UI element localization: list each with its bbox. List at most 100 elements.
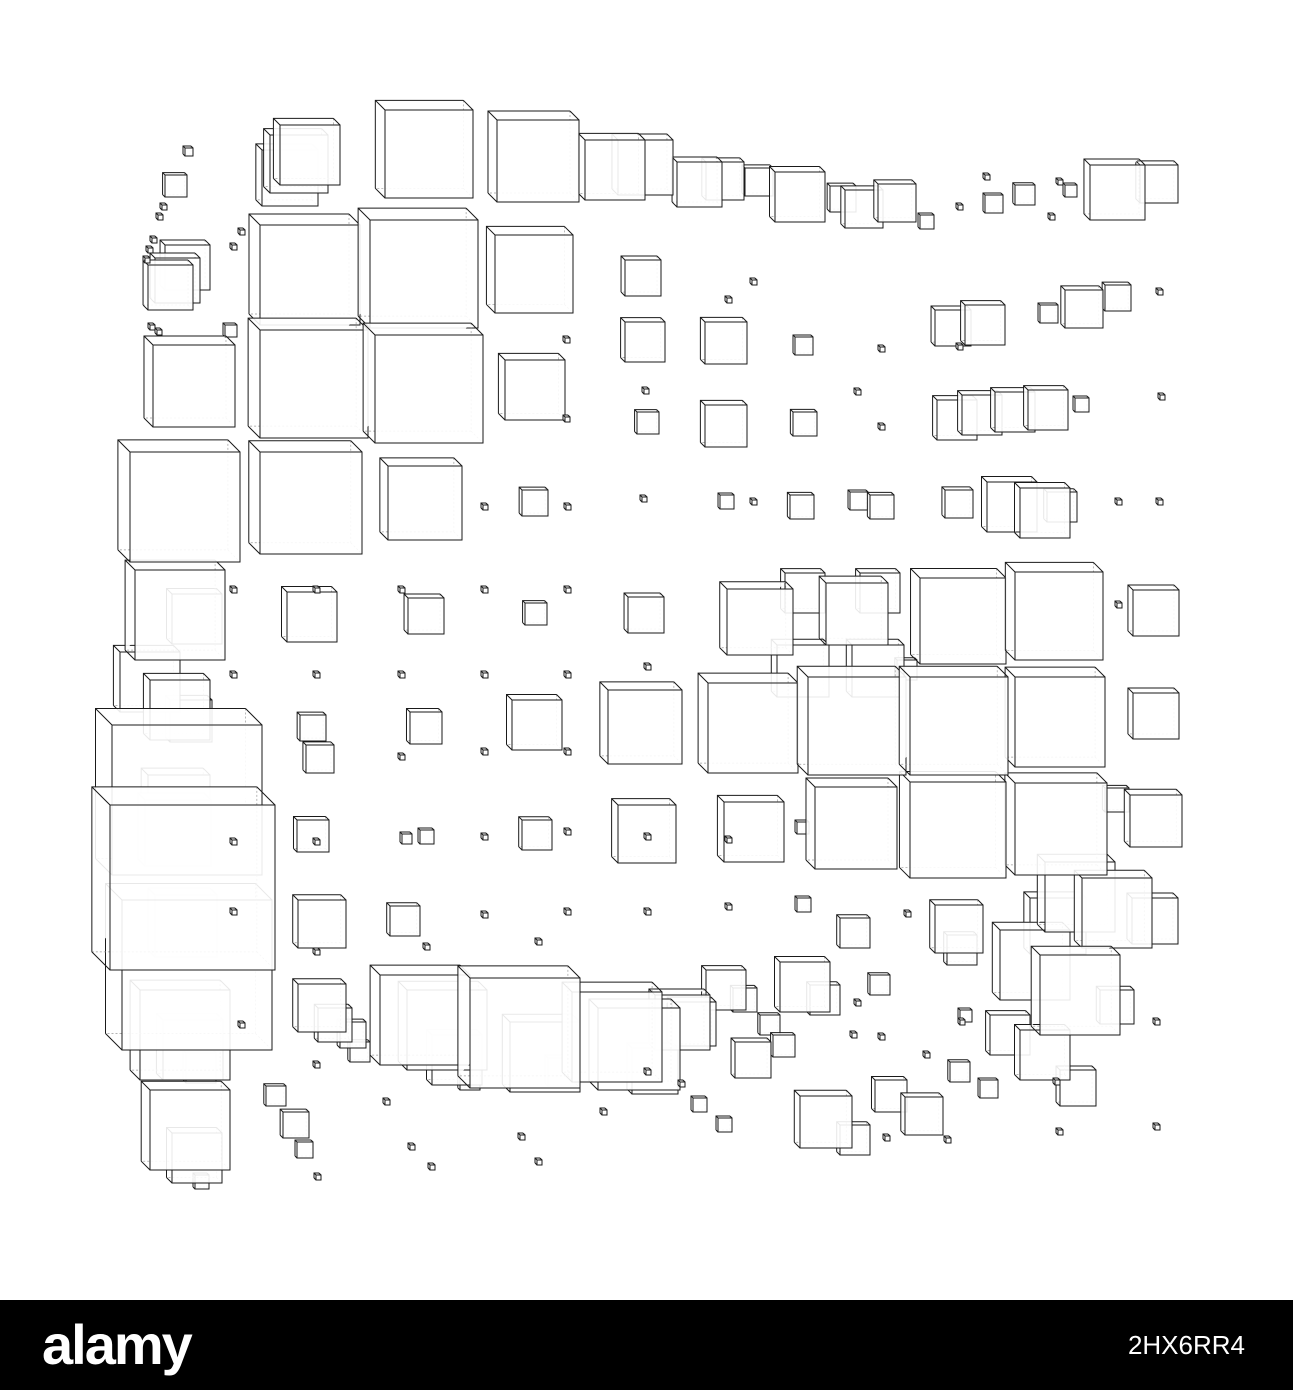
wireframe-cube (853, 998, 862, 1007)
wireframe-cube (1030, 945, 1121, 1036)
wireframe-cube (1052, 1077, 1061, 1086)
wireframe-cube (717, 492, 735, 510)
wireframe-cube (922, 1050, 931, 1059)
wireframe-cube (690, 1095, 708, 1113)
wireframe-cube (599, 681, 683, 765)
wireframe-cube (1047, 212, 1056, 221)
wireframe-cube (749, 277, 758, 286)
wireframe-cube (272, 117, 341, 186)
wireframe-cube (386, 902, 421, 937)
wireframe-cube (281, 586, 338, 643)
wireframe-cube (929, 899, 984, 954)
wireframe-cube (480, 502, 489, 511)
wireframe-cube (517, 1132, 526, 1141)
wireframe-cube (741, 164, 774, 197)
wireframe-cube (487, 110, 580, 203)
wireframe-cube (1083, 158, 1146, 221)
wireframe-cube (407, 1142, 416, 1151)
wireframe-cube (1155, 287, 1164, 296)
wireframe-cube (847, 489, 869, 511)
wireframe-cubes-illustration (91, 99, 1183, 1190)
wireframe-cube (563, 585, 572, 594)
wireframe-cube (982, 192, 1004, 214)
wireframe-cube (562, 414, 571, 423)
wireframe-cube (397, 585, 406, 594)
wireframe-cube (292, 978, 347, 1033)
wireframe-cube (943, 1135, 952, 1144)
cube-grid-drawing (91, 99, 1183, 1190)
wireframe-cube (563, 670, 572, 679)
wireframe-cube (955, 202, 964, 211)
wireframe-cube (422, 942, 431, 951)
wireframe-cube (417, 827, 435, 845)
wireframe-cube (534, 1157, 543, 1166)
wireframe-cube (982, 172, 991, 181)
wireframe-cube (634, 409, 660, 435)
wireframe-cube (900, 1092, 944, 1136)
wireframe-cube (143, 335, 236, 428)
wireframe-cube (643, 907, 652, 916)
wireframe-cube (724, 902, 733, 911)
wireframe-cube (1023, 385, 1069, 431)
wireframe-cube (699, 316, 748, 365)
wireframe-cube (1062, 182, 1078, 198)
wireframe-cube (620, 255, 662, 297)
wireframe-cube (611, 798, 677, 864)
wireframe-cube (1037, 302, 1059, 324)
image-id-label: 2HX6RR4 (1127, 1330, 1245, 1360)
wireframe-cube (793, 1089, 853, 1149)
wireframe-cube (957, 1017, 966, 1026)
wireframe-cube (159, 202, 168, 211)
wireframe-cube (873, 179, 917, 223)
wireframe-cube (805, 777, 898, 870)
wireframe-cube (794, 895, 812, 913)
wireframe-cube (898, 665, 1009, 776)
wireframe-cube (849, 1030, 858, 1039)
wireframe-cube (562, 335, 571, 344)
wireframe-cube (941, 486, 974, 519)
wireframe-cube (1152, 1017, 1161, 1026)
wireframe-cube (296, 711, 327, 742)
wireframe-cube (292, 894, 347, 949)
wireframe-cube (294, 1139, 314, 1159)
wireframe-cube (877, 1032, 886, 1041)
wireframe-cube (1004, 772, 1108, 876)
wireframe-cube (313, 1172, 322, 1181)
wireframe-cube (312, 947, 321, 956)
wireframe-cube (229, 670, 238, 679)
wireframe-cube (369, 964, 471, 1066)
wireframe-cube (162, 172, 188, 198)
wireframe-cube (1101, 281, 1132, 312)
wireframe-cube (903, 909, 912, 918)
wireframe-cube (145, 245, 154, 254)
wireframe-cube (403, 593, 445, 635)
wireframe-cube (117, 439, 241, 563)
wireframe-cube (124, 559, 226, 661)
wireframe-cube (397, 752, 406, 761)
wireframe-cube (149, 235, 158, 244)
wireframe-cube (362, 322, 484, 444)
wireframe-cube (497, 352, 566, 421)
wireframe-cube (534, 937, 543, 946)
wireframe-cube (1157, 392, 1166, 401)
wireframe-cube (724, 835, 733, 844)
wireframe-cube (796, 665, 907, 776)
wireframe-cube (563, 907, 572, 916)
wireframe-cube (248, 440, 363, 555)
wireframe-cube (910, 568, 1007, 665)
wireframe-cube (599, 1107, 608, 1116)
wireframe-cube (757, 1012, 781, 1036)
wireframe-cube (522, 600, 548, 626)
wireframe-cube (882, 1133, 891, 1142)
wireframe-cube (147, 322, 156, 331)
wireframe-cube (312, 837, 321, 846)
wireframe-cube (379, 457, 463, 541)
wireframe-cube (248, 213, 361, 326)
wireframe-cube (724, 295, 733, 304)
wireframe-cube (1127, 687, 1180, 740)
wireframe-cube (480, 670, 489, 679)
wireframe-cube (898, 770, 1007, 879)
wireframe-cube (485, 225, 574, 314)
wireframe-cube (480, 910, 489, 919)
wireframe-cube (518, 816, 553, 851)
